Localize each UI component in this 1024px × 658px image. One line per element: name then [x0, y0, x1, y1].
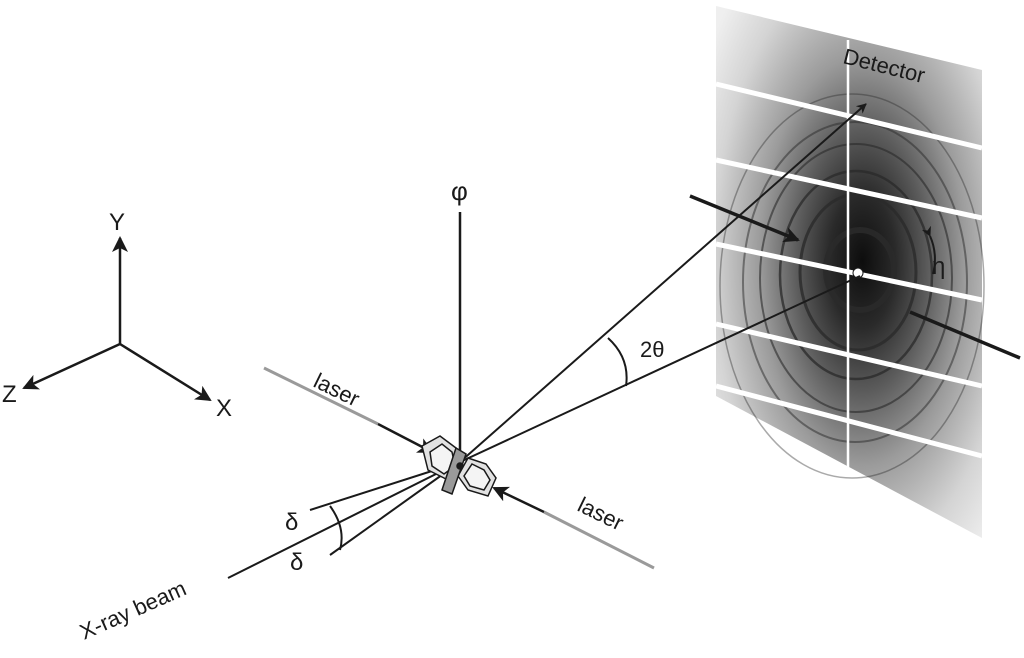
diffraction-rings — [719, 93, 985, 479]
incoming-arrow — [689, 194, 800, 243]
z-axis-arrow — [22, 342, 121, 390]
laser-bottom-arrow — [492, 486, 545, 514]
laser-bottom-label: laser — [574, 492, 628, 535]
diffracted-beam-center — [459, 275, 861, 463]
x-axis-label: X — [216, 395, 232, 422]
delta-label-top: δ — [285, 509, 298, 536]
laser-bottom-line — [543, 510, 655, 570]
eta-arc — [921, 225, 936, 275]
detector: Detector η — [715, 6, 985, 538]
two-theta-label: 2θ — [640, 337, 664, 362]
phi-label: φ — [451, 176, 468, 206]
delta-arc — [329, 505, 343, 551]
delta-label-bottom: δ — [290, 549, 303, 576]
diffracted-beam-upper — [459, 103, 867, 463]
diamond-anvil-cell-icon — [421, 435, 497, 497]
x-axis-arrow — [119, 342, 212, 402]
delta-line-lower — [329, 461, 461, 556]
xray-beam-line — [227, 461, 461, 579]
z-axis-label: Z — [2, 381, 17, 408]
xray-beam-label: X-ray beam — [76, 575, 190, 644]
two-theta-arc — [607, 337, 628, 387]
y-axis-label: Y — [109, 209, 125, 236]
outgoing-beam-line — [909, 310, 1021, 360]
eta-label: η — [932, 253, 945, 280]
coordinate-axes: Y X Z — [2, 209, 232, 422]
laser-top-line — [263, 366, 379, 426]
